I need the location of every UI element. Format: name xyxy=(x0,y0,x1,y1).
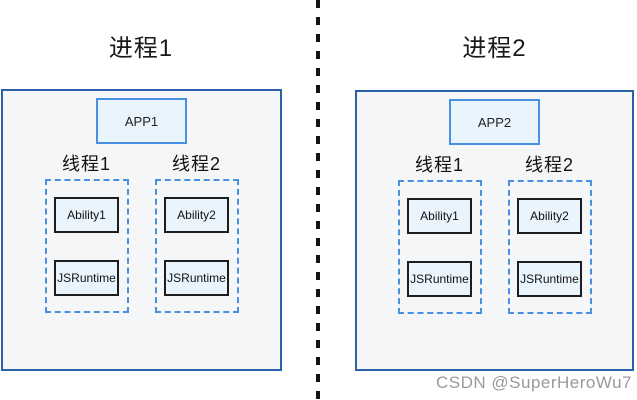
process2-box: APP2 线程1 Ability1 JSRuntime 线程2 Ability2… xyxy=(355,90,634,371)
process1-title: 进程1 xyxy=(108,35,174,62)
process2-thread2: 线程2 Ability2 JSRuntime xyxy=(507,150,592,314)
process2-thread1-label: 线程1 xyxy=(414,155,464,175)
ability-box: Ability1 xyxy=(54,197,119,233)
jsruntime-box: JSRuntime xyxy=(517,261,582,297)
process1-box: APP1 线程1 Ability1 JSRuntime 线程2 Ability2… xyxy=(1,89,282,371)
process2-thread1: 线程1 Ability1 JSRuntime xyxy=(397,150,482,314)
separator-dashed-line xyxy=(316,0,320,400)
process1-thread2-label: 线程2 xyxy=(171,154,221,174)
process1-app-box: APP1 xyxy=(96,98,187,144)
process1-thread2-dashed-box: Ability2 JSRuntime xyxy=(154,179,239,313)
process1-thread1: 线程1 Ability1 JSRuntime xyxy=(44,149,129,313)
watermark-text: CSDN @SuperHeroWu7 xyxy=(436,373,633,392)
ability-box: Ability2 xyxy=(517,198,582,234)
jsruntime-box: JSRuntime xyxy=(164,260,229,296)
jsruntime-box: JSRuntime xyxy=(407,261,472,297)
process2-app-box: APP2 xyxy=(449,99,540,145)
process1-threads-row: 线程1 Ability1 JSRuntime 线程2 Ability2 JSRu… xyxy=(3,149,280,313)
process2-title: 进程2 xyxy=(462,35,527,62)
process1-thread2: 线程2 Ability2 JSRuntime xyxy=(154,149,239,313)
process2-threads-row: 线程1 Ability1 JSRuntime 线程2 Ability2 JSRu… xyxy=(357,150,632,314)
process2-thread2-label: 线程2 xyxy=(524,155,574,175)
process2-thread1-dashed-box: Ability1 JSRuntime xyxy=(397,180,482,314)
process2-app-label: APP2 xyxy=(477,114,512,130)
process2-thread2-dashed-box: Ability2 JSRuntime xyxy=(507,180,592,314)
process1-app-label: APP1 xyxy=(124,113,159,129)
jsruntime-box: JSRuntime xyxy=(54,260,119,296)
process1-thread1-label: 线程1 xyxy=(61,154,111,174)
ability-box: Ability2 xyxy=(164,197,229,233)
process1-thread1-dashed-box: Ability1 JSRuntime xyxy=(44,179,129,313)
ability-box: Ability1 xyxy=(407,198,472,234)
